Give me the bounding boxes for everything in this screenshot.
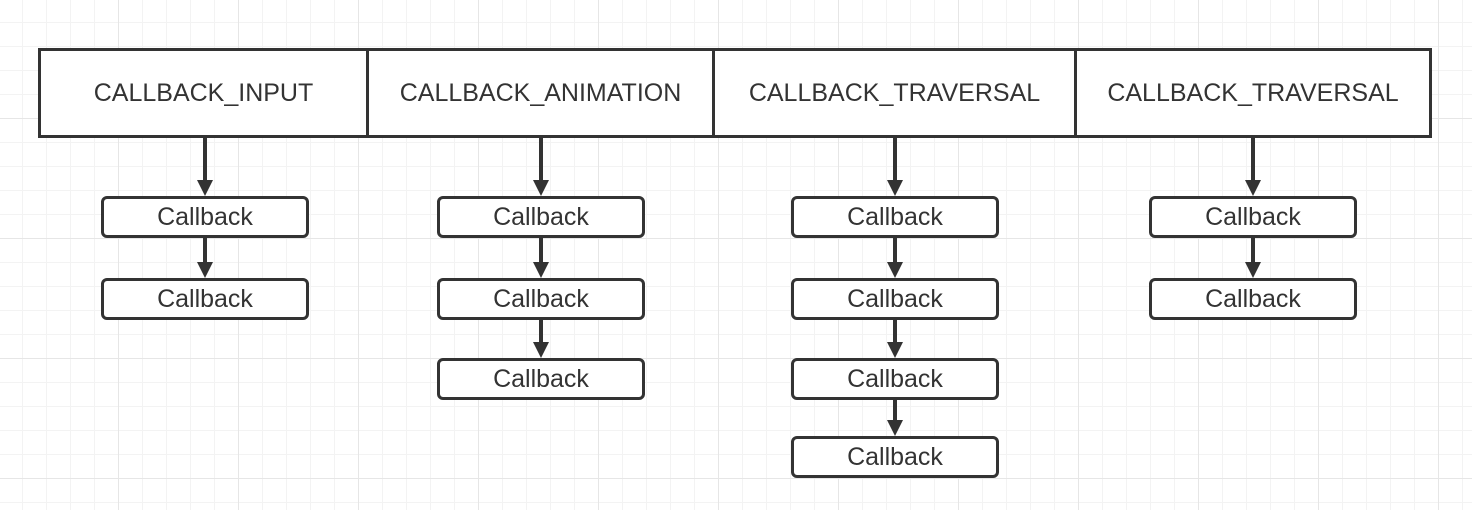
callback-node-q2-1: Callback xyxy=(437,196,645,238)
arrow-q3-node-2-to-3 xyxy=(887,320,903,358)
queue-header-4: CALLBACK_TRAVERSAL xyxy=(1074,48,1432,138)
callback-node-q2-2: Callback xyxy=(437,278,645,320)
arrow-q3-node-1-to-2 xyxy=(887,238,903,278)
queue-header-1: CALLBACK_INPUT xyxy=(38,48,369,138)
arrow-q2-node-2-to-3 xyxy=(533,320,549,358)
callback-node-q3-4: Callback xyxy=(791,436,999,478)
callback-node-q3-3: Callback xyxy=(791,358,999,400)
arrow-header-2-to-node-1 xyxy=(533,138,549,196)
arrow-q3-node-3-to-4 xyxy=(887,400,903,436)
queue-header-3: CALLBACK_TRAVERSAL xyxy=(712,48,1077,138)
callback-node-q2-3: Callback xyxy=(437,358,645,400)
arrow-q2-node-1-to-2 xyxy=(533,238,549,278)
callback-node-q3-1: Callback xyxy=(791,196,999,238)
callback-node-q3-2: Callback xyxy=(791,278,999,320)
callback-node-q1-1: Callback xyxy=(101,196,309,238)
queue-header-2: CALLBACK_ANIMATION xyxy=(366,48,715,138)
callback-node-q4-2: Callback xyxy=(1149,278,1357,320)
arrow-q4-node-1-to-2 xyxy=(1245,238,1261,278)
arrow-header-4-to-node-1 xyxy=(1245,138,1261,196)
arrow-q1-node-1-to-2 xyxy=(197,238,213,278)
callback-node-q1-2: Callback xyxy=(101,278,309,320)
arrow-header-1-to-node-1 xyxy=(197,138,213,196)
callback-node-q4-1: Callback xyxy=(1149,196,1357,238)
arrow-header-3-to-node-1 xyxy=(887,138,903,196)
